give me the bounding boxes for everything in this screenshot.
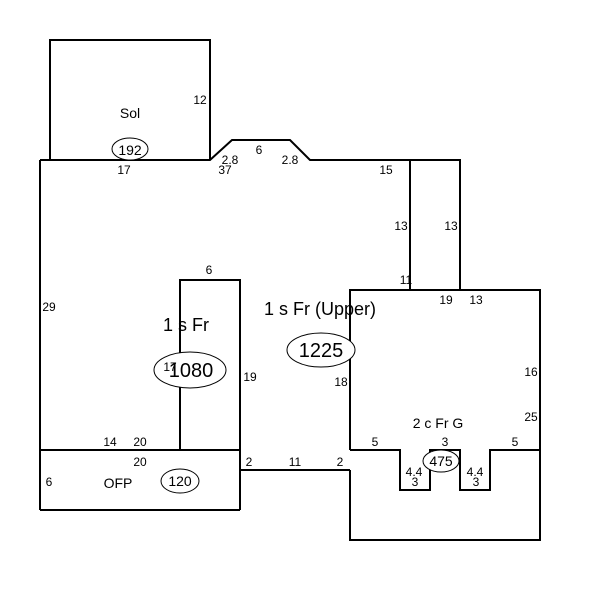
main-label: 1 s Fr <box>163 315 209 335</box>
dim-right-13: 13 <box>444 219 458 233</box>
dim-upper-19: 19 <box>439 293 453 307</box>
dimension-labels: 12 17 2.8 6 2.8 37 15 13 13 11 29 6 17 1… <box>42 93 538 489</box>
sol-sqft: 192 <box>118 142 142 158</box>
garage-sqft: 475 <box>429 453 453 469</box>
dim-inner-17: 17 <box>163 360 177 374</box>
inner-partition-wall <box>179 279 241 510</box>
sol-room-outline <box>49 39 211 160</box>
upper-area-oval <box>286 332 356 368</box>
dim-sol-bottom: 17 <box>117 163 131 177</box>
dim-bump-left: 2.8 <box>222 153 239 167</box>
dim-sol-right: 12 <box>193 93 207 107</box>
dim-inner-19: 19 <box>243 370 257 384</box>
dim-g-3-right: 3 <box>473 475 480 489</box>
upper-block-outline <box>349 289 541 541</box>
sol-label: Sol <box>120 105 140 121</box>
dim-bottom-20: 20 <box>133 455 147 469</box>
dim-ofp-6: 6 <box>46 475 53 489</box>
garage-label: 2 c Fr G <box>413 415 464 431</box>
ofp-area-oval <box>160 468 200 494</box>
dim-g-44-left: 4.4 <box>406 465 423 479</box>
dim-top-37: 37 <box>218 163 232 177</box>
main-sqft: 1080 <box>169 360 214 382</box>
dim-right-25: 25 <box>524 410 538 424</box>
dim-g-5-left: 5 <box>372 435 379 449</box>
dim-g-44-right: 4.4 <box>467 465 484 479</box>
upper-sqft: 1225 <box>299 340 344 362</box>
main-top-wall <box>40 139 461 290</box>
dim-mid-11: 11 <box>400 273 413 287</box>
dim-left-29: 29 <box>42 300 56 314</box>
dim-inner-6: 6 <box>206 263 213 277</box>
dim-left-18: 18 <box>334 375 348 389</box>
sol-area-oval <box>111 137 149 161</box>
dim-g-5-right: 5 <box>512 435 519 449</box>
dim-bottom-14: 14 <box>103 435 117 449</box>
dim-bump-top: 6 <box>256 143 263 157</box>
garage-area-oval <box>422 449 460 473</box>
dim-link-2-left: 2 <box>246 455 253 469</box>
dim-bump-right: 2.8 <box>282 153 299 167</box>
dim-g-3-left: 3 <box>412 475 419 489</box>
ofp-sqft: 120 <box>168 473 192 489</box>
upper-label: 1 s Fr (Upper) <box>264 299 376 319</box>
dim-link-2-right: 2 <box>337 455 344 469</box>
dim-upper-13: 13 <box>469 293 483 307</box>
ofp-label: OFP <box>104 475 133 491</box>
dim-inner-13: 13 <box>394 219 408 233</box>
dim-g-3: 3 <box>442 435 449 449</box>
dim-link-11: 11 <box>289 455 302 469</box>
main-area-oval <box>153 351 227 389</box>
dim-right-16: 16 <box>524 365 538 379</box>
dim-top-15: 15 <box>379 163 393 177</box>
dim-bottom-20-top: 20 <box>133 435 147 449</box>
